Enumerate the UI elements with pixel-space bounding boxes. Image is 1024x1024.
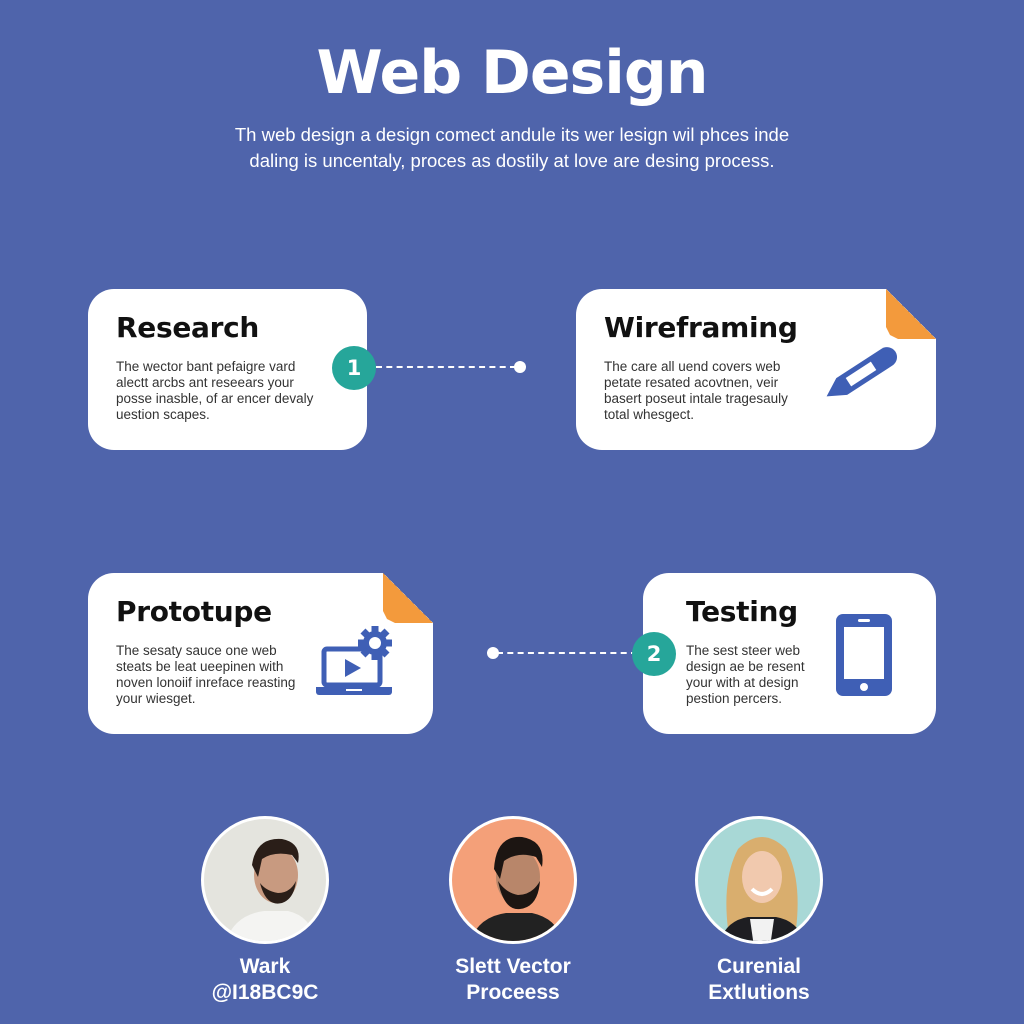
connector-dot-2 — [487, 647, 499, 659]
connector-dot-1 — [514, 361, 526, 373]
avatar — [201, 816, 329, 944]
step-title: Testing — [686, 595, 798, 628]
step-badge-1: 1 — [332, 346, 376, 390]
folded-corner — [383, 573, 433, 623]
smartphone-icon — [836, 614, 892, 696]
step-card-testing: Testing The sest steer web design ae be … — [643, 573, 936, 734]
folded-corner — [886, 289, 936, 339]
person-card-2: Slett Vector Proceess — [413, 816, 613, 1006]
step-card-prototype: Prototupe The sesaty sauce one web steat… — [88, 573, 433, 734]
person-card-1: Wark @I18BC9C — [165, 816, 365, 1006]
person-name: Curenial Extlutions — [708, 955, 810, 1004]
page-title: Web Design — [316, 38, 708, 108]
step-description: The sest steer web design ae be resent y… — [686, 643, 805, 706]
step-badge-2: 2 — [632, 632, 676, 676]
connector-line-1 — [376, 366, 516, 368]
subtitle-line-1: Th web design a design comect andule its… — [234, 124, 790, 145]
step-card-wireframing: Wireframing The care all uend covers web… — [576, 289, 936, 450]
pencil-icon — [826, 347, 897, 397]
person-name: Slett Vector Proceess — [455, 955, 571, 1004]
person-card-3: Curenial Extlutions — [659, 816, 859, 1006]
step-card-research: Research The wector bant pefaigre vard a… — [88, 289, 367, 450]
person-silhouette-icon — [225, 838, 316, 941]
step-title: Prototupe — [116, 595, 272, 628]
subtitle-line-2: daling is uncentaly, proces as dostily a… — [249, 150, 775, 171]
page-subtitle: Th web design a design comect andule its… — [200, 122, 824, 174]
step-title: Wireframing — [604, 311, 798, 344]
step-title: Research — [116, 311, 260, 344]
connector-line-2 — [497, 652, 637, 654]
avatar — [695, 816, 823, 944]
step-description: The care all uend covers web petate resa… — [604, 359, 788, 422]
laptop-gear-icon — [316, 626, 392, 695]
person-silhouette-icon — [469, 836, 563, 941]
step-description: The wector bant pefaigre vard alectt arc… — [116, 359, 314, 422]
step-description: The sesaty sauce one web steats be leat … — [116, 643, 296, 706]
avatar — [449, 816, 577, 944]
person-name: Wark @I18BC9C — [211, 955, 319, 1004]
person-silhouette-icon — [719, 837, 805, 941]
